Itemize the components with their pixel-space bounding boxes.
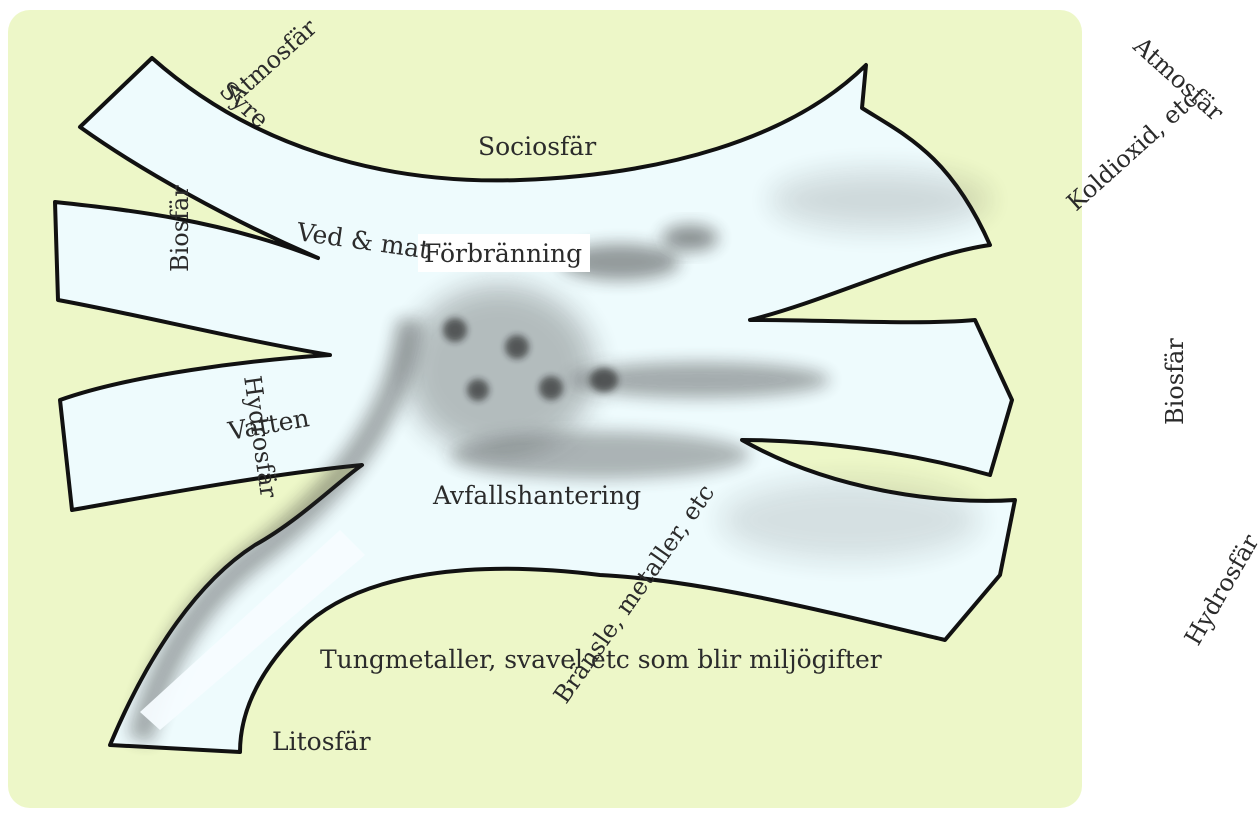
koldioxid-label: Koldioxid, etc bbox=[1061, 85, 1203, 217]
avfallshantering-label: Avfallshantering bbox=[432, 481, 641, 510]
right-lower-haze bbox=[720, 480, 980, 560]
blob-5 bbox=[590, 368, 618, 392]
blob-1 bbox=[443, 318, 467, 342]
lower-streak bbox=[450, 431, 750, 479]
biosfar-left-label: Biosfär bbox=[166, 185, 194, 272]
biosfar-right-label: Biosfär bbox=[1161, 338, 1189, 425]
hydrosfar-right-label: Hydrosfär bbox=[1179, 529, 1259, 650]
right-haze bbox=[770, 170, 990, 230]
blob-3 bbox=[467, 379, 489, 401]
tungmetaller-label: Tungmetaller, svavel etc som blir miljög… bbox=[320, 645, 882, 674]
upper-right-smudge bbox=[662, 225, 718, 251]
sociosfar-label: Sociosfär bbox=[478, 132, 596, 161]
litosfar-label: Litosfär bbox=[272, 727, 371, 756]
blob-2 bbox=[505, 335, 529, 359]
forbranning-label: Förbränning bbox=[424, 239, 582, 268]
central-smudge bbox=[405, 285, 595, 455]
blob-4 bbox=[539, 376, 563, 400]
